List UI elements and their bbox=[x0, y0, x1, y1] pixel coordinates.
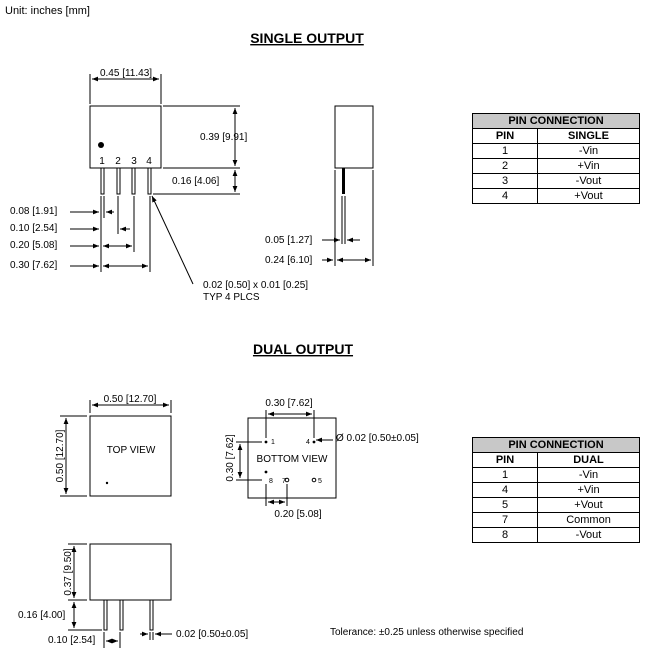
function-cell: +Vin bbox=[537, 482, 640, 498]
single-front-body bbox=[89, 105, 162, 169]
function-cell: -Vout bbox=[537, 527, 640, 543]
dual-pin-pitch-label: 0.10 [2.54] bbox=[48, 635, 95, 646]
single-pin-label: 1 bbox=[99, 156, 105, 167]
table-row: 3-Vout bbox=[472, 173, 640, 189]
dual-pin-length-label: 0.16 [4.00] bbox=[18, 610, 65, 621]
single-pin-dimensions bbox=[70, 195, 194, 285]
bottom-view-pin-labels: 1 4 8 7 5 bbox=[269, 439, 322, 485]
bottom-top-span-label: 0.30 [7.62] bbox=[265, 398, 312, 409]
dual-pin-size-label: 0.02 [0.50±0.05] bbox=[176, 629, 248, 640]
table-header-single: SINGLE bbox=[537, 128, 640, 144]
function-cell: +Vout bbox=[537, 188, 640, 204]
bottom-span-label: 0.20 [5.08] bbox=[274, 509, 321, 520]
pin-diameter-label: Ø 0.02 [0.50±0.05] bbox=[336, 433, 419, 444]
single-height-label: 0.39 [9.91] bbox=[200, 132, 247, 143]
single-pin-note-label: TYP 4 PLCS bbox=[203, 292, 260, 303]
table-title: PIN CONNECTION bbox=[472, 437, 640, 453]
dual-pin-table: PIN CONNECTION PIN DUAL 1-Vin 4+Vin 5+Vo… bbox=[472, 437, 640, 543]
dual-body-height-label: 0.37 [9.50] bbox=[63, 548, 74, 595]
single-side-pin-label: 0.05 [1.27] bbox=[265, 235, 312, 246]
single-pin-offset-label: 0.08 [1.91] bbox=[10, 206, 57, 217]
single-pin-table: PIN CONNECTION PIN SINGLE 1-Vin 2+Vin 3-… bbox=[472, 113, 640, 204]
function-cell: -Vin bbox=[537, 143, 640, 159]
dual-output-title: DUAL OUTPUT bbox=[253, 341, 354, 357]
dual-top-view-body bbox=[89, 415, 172, 497]
table-title: PIN CONNECTION bbox=[472, 113, 640, 129]
table-row: 8-Vout bbox=[472, 527, 640, 543]
function-cell: +Vout bbox=[537, 497, 640, 513]
pin-cell: 1 bbox=[472, 467, 538, 483]
single-front-pins bbox=[100, 167, 152, 195]
bottom-pin-label: 5 bbox=[318, 478, 322, 485]
single-pin-size-label: 0.02 [0.50] x 0.01 [0.25] bbox=[203, 280, 308, 291]
dual-top-dimensions bbox=[60, 400, 172, 497]
pin-cell: 4 bbox=[472, 188, 538, 204]
table-row: 1-Vin bbox=[472, 467, 640, 483]
table-row: 2+Vin bbox=[472, 158, 640, 174]
pin1-marker bbox=[98, 142, 104, 148]
dual-side-body bbox=[89, 543, 172, 601]
top-view-pin1-marker bbox=[105, 481, 109, 485]
function-cell: -Vin bbox=[537, 467, 640, 483]
bottom-pin-label: 4 bbox=[306, 439, 310, 446]
table-header-dual: DUAL bbox=[537, 452, 640, 468]
table-header-pin: PIN bbox=[472, 128, 538, 144]
single-pin-labels: 1 2 3 4 bbox=[99, 156, 152, 167]
single-pin-label: 4 bbox=[146, 156, 152, 167]
dual-width-label: 0.50 [12.70] bbox=[104, 394, 157, 405]
pin-cell: 4 bbox=[472, 482, 538, 498]
bottom-view-dimensions bbox=[236, 410, 333, 506]
top-view-label: TOP VIEW bbox=[107, 445, 156, 456]
single-side-depth-label: 0.24 [6.10] bbox=[265, 255, 312, 266]
single-pin-pitch-label: 0.10 [2.54] bbox=[10, 223, 57, 234]
single-height-dimension bbox=[153, 105, 240, 195]
table-row: 4+Vin bbox=[472, 482, 640, 498]
unit-label: Unit: inches [mm] bbox=[5, 5, 90, 17]
tolerance-note: Tolerance: ±0.25 unless otherwise specif… bbox=[330, 627, 523, 638]
pin-cell: 1 bbox=[472, 143, 538, 159]
function-cell: Common bbox=[537, 512, 640, 528]
table-row: 4+Vout bbox=[472, 188, 640, 204]
single-side-dimensions bbox=[322, 170, 374, 266]
bottom-view-pins bbox=[264, 440, 317, 483]
dual-height-label: 0.50 [12.70] bbox=[55, 429, 66, 482]
bottom-pin-label: 7 bbox=[282, 478, 286, 485]
single-pin-span3-label: 0.30 [7.62] bbox=[10, 260, 57, 271]
bottom-pin-label: 1 bbox=[271, 439, 275, 446]
single-pin-label: 2 bbox=[115, 156, 121, 167]
single-side-pin bbox=[342, 168, 345, 194]
table-header-pin: PIN bbox=[472, 452, 538, 468]
table-row: 1-Vin bbox=[472, 143, 640, 159]
function-cell: -Vout bbox=[537, 173, 640, 189]
bottom-pin-label: 8 bbox=[269, 478, 273, 485]
function-cell: +Vin bbox=[537, 158, 640, 174]
dual-side-pins bbox=[103, 599, 154, 631]
pin-cell: 2 bbox=[472, 158, 538, 174]
single-pin-label: 3 bbox=[131, 156, 137, 167]
single-pin-length-label: 0.16 [4.06] bbox=[172, 176, 219, 187]
dual-side-dimensions bbox=[68, 543, 172, 648]
bottom-side-span-label: 0.30 [7.62] bbox=[225, 434, 236, 481]
bottom-view-label: BOTTOM VIEW bbox=[257, 454, 328, 465]
single-width-label: 0.45 [11.43] bbox=[100, 68, 152, 79]
bottom-view-body bbox=[247, 417, 337, 499]
single-pin-span2-label: 0.20 [5.08] bbox=[10, 240, 57, 251]
table-row: 5+Vout bbox=[472, 497, 640, 513]
pin-cell: 3 bbox=[472, 173, 538, 189]
single-width-dimension bbox=[89, 74, 162, 104]
pin-cell: 8 bbox=[472, 527, 538, 543]
single-output-title: SINGLE OUTPUT bbox=[250, 30, 364, 46]
single-side-body bbox=[334, 105, 374, 169]
pin-cell: 7 bbox=[472, 512, 538, 528]
pin-cell: 5 bbox=[472, 497, 538, 513]
